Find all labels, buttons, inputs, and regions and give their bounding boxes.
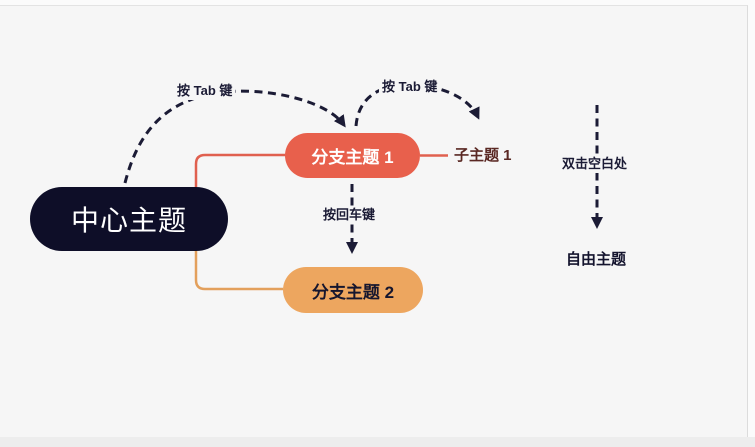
branch-topic-2-label: 分支主题 2 bbox=[311, 282, 395, 302]
bottom-edge bbox=[0, 437, 755, 447]
hint-double-click: 双击空白处 bbox=[559, 155, 631, 173]
free-topic-node[interactable]: 自由主题 bbox=[566, 251, 627, 268]
branch-topic-1-node[interactable]: 分支主题 1 bbox=[285, 133, 420, 178]
connector-central-branch1 bbox=[194, 153, 285, 187]
tab-key-arrow-1 bbox=[123, 89, 346, 184]
branch-topic-1-label: 分支主题 1 bbox=[311, 148, 394, 167]
hint-tab-key-2: 按 Tab 键 bbox=[379, 78, 441, 96]
hint-tab-key-1: 按 Tab 键 bbox=[174, 82, 236, 100]
connector-central-branch2 bbox=[194, 251, 283, 291]
central-topic-label: 中心主题 bbox=[70, 205, 187, 236]
hint-enter-key: 按回车键 bbox=[320, 206, 379, 224]
subtopic-1-node[interactable]: 子主题 1 bbox=[454, 147, 512, 164]
branch-topic-2-node[interactable]: 分支主题 2 bbox=[283, 267, 423, 313]
central-topic-node[interactable]: 中心主题 bbox=[30, 187, 228, 251]
